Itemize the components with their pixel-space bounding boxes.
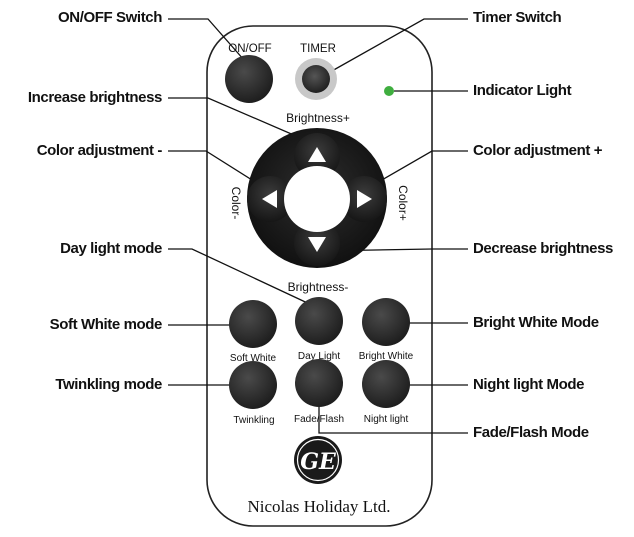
ge-logo: GE [294, 436, 342, 484]
callout-increase-brightness: Increase brightness [27, 89, 163, 106]
triangle-up-icon [308, 147, 326, 162]
night-light-button[interactable] [362, 360, 410, 408]
soft-white-button[interactable] [229, 300, 277, 348]
callout-night-light-mode: Night light Mode [473, 376, 585, 393]
callout-day-light-mode: Day light mode [60, 240, 162, 257]
color-minus-label: Color- [229, 187, 243, 220]
triangle-down-icon [308, 237, 326, 252]
leader-on-off [168, 18, 245, 61]
on-off-label: ON/OFF [228, 43, 271, 55]
leader-timer [322, 18, 468, 77]
soft-white-label: Soft White [230, 353, 277, 364]
brand-name: Nicolas Holiday Ltd. [247, 497, 390, 516]
callout-color-adjustment-minus: Color adjustment - [36, 142, 163, 159]
fade-flash-label: Fade/Flash [294, 414, 344, 425]
brightness-plus-label: Brightness+ [286, 111, 350, 125]
callout-indicator-light: Indicator Light [473, 82, 572, 99]
on-off-button[interactable] [225, 55, 273, 103]
callout-timer-switch: Timer Switch [473, 9, 562, 26]
fade-flash-button[interactable] [295, 359, 343, 407]
leader-increase-brightness [168, 97, 311, 143]
night-light-label: Night light [364, 414, 409, 425]
timer-button[interactable] [302, 65, 330, 93]
callout-on-off-switch: ON/OFF Switch [58, 9, 162, 26]
bright-white-button[interactable] [362, 298, 410, 346]
leader-color-plus [360, 150, 468, 193]
triangle-left-icon [262, 190, 277, 208]
triangle-right-icon [357, 190, 372, 208]
direction-pad-center [284, 166, 350, 232]
leader-lines [168, 18, 468, 434]
callout-color-adjustment-plus: Color adjustment + [473, 142, 603, 159]
day-light-button[interactable] [295, 297, 343, 345]
leader-color-minus [168, 150, 272, 193]
timer-label: TIMER [300, 43, 336, 55]
callout-twinkling-mode: Twinkling mode [55, 376, 162, 393]
indicator-light [384, 86, 394, 96]
ge-logo-text: GE [300, 449, 337, 475]
bright-white-label: Bright White [359, 351, 414, 362]
leader-day-light [168, 248, 317, 308]
twinkling-label: Twinkling [233, 415, 274, 426]
callout-decrease-brightness: Decrease brightness [473, 240, 613, 257]
twinkling-button[interactable] [229, 361, 277, 409]
callout-fade-flash-mode: Fade/Flash Mode [473, 424, 589, 441]
callout-bright-white-mode: Bright White Mode [473, 314, 599, 331]
leader-fade-flash [318, 405, 468, 434]
brightness-minus-label: Brightness- [288, 280, 349, 294]
callout-soft-white-mode: Soft White mode [49, 316, 163, 333]
day-light-label: Day Light [298, 351, 340, 362]
color-plus-label: Color+ [396, 185, 410, 221]
